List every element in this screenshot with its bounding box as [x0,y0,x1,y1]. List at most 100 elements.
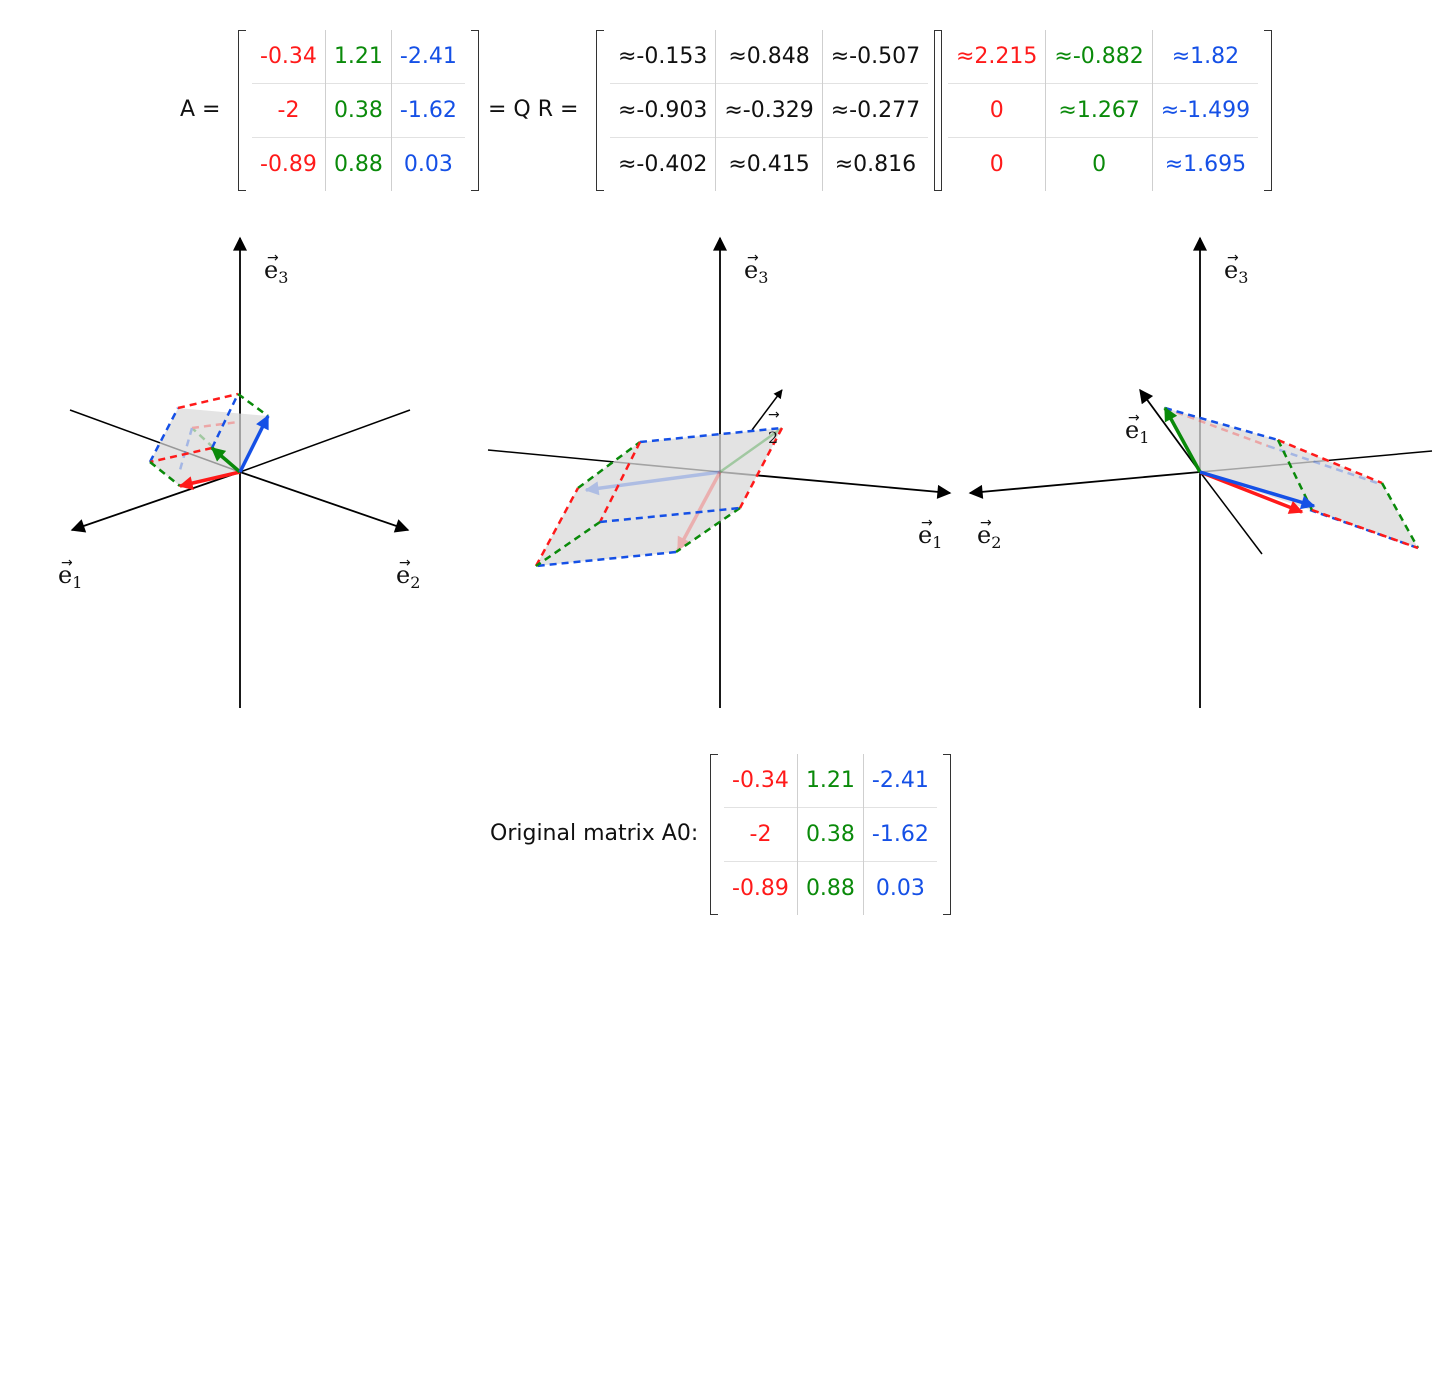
matrix-cell: -1.62 [862,807,937,862]
matrix-cell: ≈-0.882 [1045,30,1153,84]
left-bracket [596,30,604,191]
matrix-cell: -0.89 [252,137,326,191]
matrix-cell: 0.03 [390,137,465,191]
right-bracket [942,754,951,915]
matrix-cell: ≈-0.507 [821,30,929,84]
axis-e1 [1139,388,1201,473]
parallelepiped-face [536,428,782,566]
matrix-cell: ≈0.816 [821,137,929,191]
vector-a3-blue [238,414,270,473]
vector-q1-faded [584,470,721,496]
svg-text:e3: e3 [1224,256,1248,287]
matrix-cell: -1.62 [390,83,465,138]
matrix-cell: ≈-0.329 [715,83,823,138]
svg-text:→: → [747,250,759,266]
right-bracket [1264,30,1273,191]
parallelepiped-hidden-edges [1164,406,1381,486]
qr-label: = Q R = [488,97,579,122]
axis-label-e1: e1 → [58,555,82,592]
svg-text:→: → [1227,250,1239,266]
matrix-a: -0.34 1.21 -2.41 -2 0.38 -1.62 -0.89 0.8… [238,30,479,191]
matrix-cell: ≈1.695 [1151,137,1259,191]
vector-a1-red [178,470,241,490]
panel-r: e1 → e2 → e3 → [968,236,1433,708]
matrix-cell: ≈-0.277 [821,83,929,138]
axis-e2-negative [239,409,411,473]
matrix-cell: -0.34 [260,44,317,69]
svg-text:e1: e1 [918,521,942,552]
matrix-cell: ≈0.848 [715,30,823,84]
svg-text:→: → [61,555,73,571]
matrix-cell: -2 [724,807,798,862]
matrix-cell: 0 [948,83,1046,138]
matrix-r: ≈2.215 ≈-0.882 ≈1.82 0 ≈1.267 ≈-1.499 0 … [934,30,1273,191]
svg-text:e2: e2 [977,521,1001,552]
axis-label-e3: e3 → [264,250,288,287]
matrix-cell: 1.21 [324,30,392,84]
svg-text:→: → [768,407,780,423]
matrix-cell: 0.38 [324,83,392,138]
svg-text:e3: e3 [744,256,768,287]
svg-text:e1: e1 [58,561,82,592]
matrix-cell: 0.88 [796,861,864,915]
svg-text:→: → [267,250,279,266]
axis-label-e2: 2 → [768,407,780,447]
matrix-cell: ≈1.82 [1151,30,1259,84]
svg-text:→: → [399,555,411,571]
parallelepiped-hidden-edges [178,420,241,473]
svg-text:2: 2 [768,428,778,447]
vector-a2-green [210,446,242,474]
matrix-cell: ≈-1.499 [1151,83,1259,138]
axis-label-e2: e2 → [977,515,1001,552]
matrix-r-table: ≈2.215 ≈-0.882 ≈1.82 0 ≈1.267 ≈-1.499 0 … [948,30,1259,191]
axis-label-e1: e1 → [918,515,942,552]
parallelepiped-face [150,408,268,486]
left-bracket [238,30,246,191]
vector-r2-green [1163,406,1202,473]
right-bracket [470,30,479,191]
matrix-cell: ≈0.415 [715,137,823,191]
axis-e2 [751,389,783,431]
matrix-a-label: A = [180,97,221,122]
panel-q: e1 → 2 → e3 → [487,236,952,708]
matrix-cell: ≈-0.153 [618,44,708,69]
matrix-a-table: -0.34 1.21 -2.41 -2 0.38 -1.62 -0.89 0.8… [252,30,465,191]
original-matrix-label: Original matrix A0: [490,821,699,846]
svg-text:e2: e2 [396,561,420,592]
svg-text:→: → [921,515,933,531]
matrix-cell: 0 [948,137,1046,191]
matrix-q: ≈-0.153 ≈0.848 ≈-0.507 ≈-0.903 ≈-0.329 ≈… [596,30,943,191]
svg-text:e1: e1 [1125,416,1149,447]
matrix-cell: -0.89 [724,861,798,915]
svg-text:→: → [980,515,992,531]
left-bracket [934,30,942,191]
matrix-cell: 0 [1045,137,1153,191]
svg-text:e3: e3 [264,256,288,287]
matrix-cell: ≈1.267 [1045,83,1153,138]
axis-label-e1: e1 → [1125,410,1149,447]
matrix-cell: ≈2.215 [956,44,1038,69]
matrix-q-table: ≈-0.153 ≈0.848 ≈-0.507 ≈-0.903 ≈-0.329 ≈… [610,30,929,191]
matrix-a0: -0.34 1.21 -2.41 -2 0.38 -1.62 -0.89 0.8… [710,754,951,915]
parallelepiped-hidden-edges [719,426,783,474]
parallelepiped-face [1165,408,1418,548]
axis-e2 [239,471,410,533]
axis-label-e3: e3 → [1224,250,1248,287]
svg-text:→: → [1128,410,1140,426]
matrix-cell: ≈-0.402 [610,137,716,191]
matrix-cell: 0.88 [324,137,392,191]
matrix-cell: -2.41 [862,754,937,808]
panel-a: e1 → e2 → e3 → [58,236,420,708]
matrix-cell: ≈-0.903 [610,83,716,138]
matrix-cell: -0.34 [732,768,789,793]
left-bracket [710,754,718,915]
vector-r3-blue [1199,470,1316,510]
axis-e2 [968,471,1201,499]
matrix-cell: -2.41 [390,30,465,84]
matrix-cell: 0.03 [862,861,937,915]
matrix-a0-table: -0.34 1.21 -2.41 -2 0.38 -1.62 -0.89 0.8… [724,754,937,915]
axis-e1 [70,471,241,533]
matrix-cell: -2 [252,83,326,138]
matrix-cell: 0.38 [796,807,864,862]
